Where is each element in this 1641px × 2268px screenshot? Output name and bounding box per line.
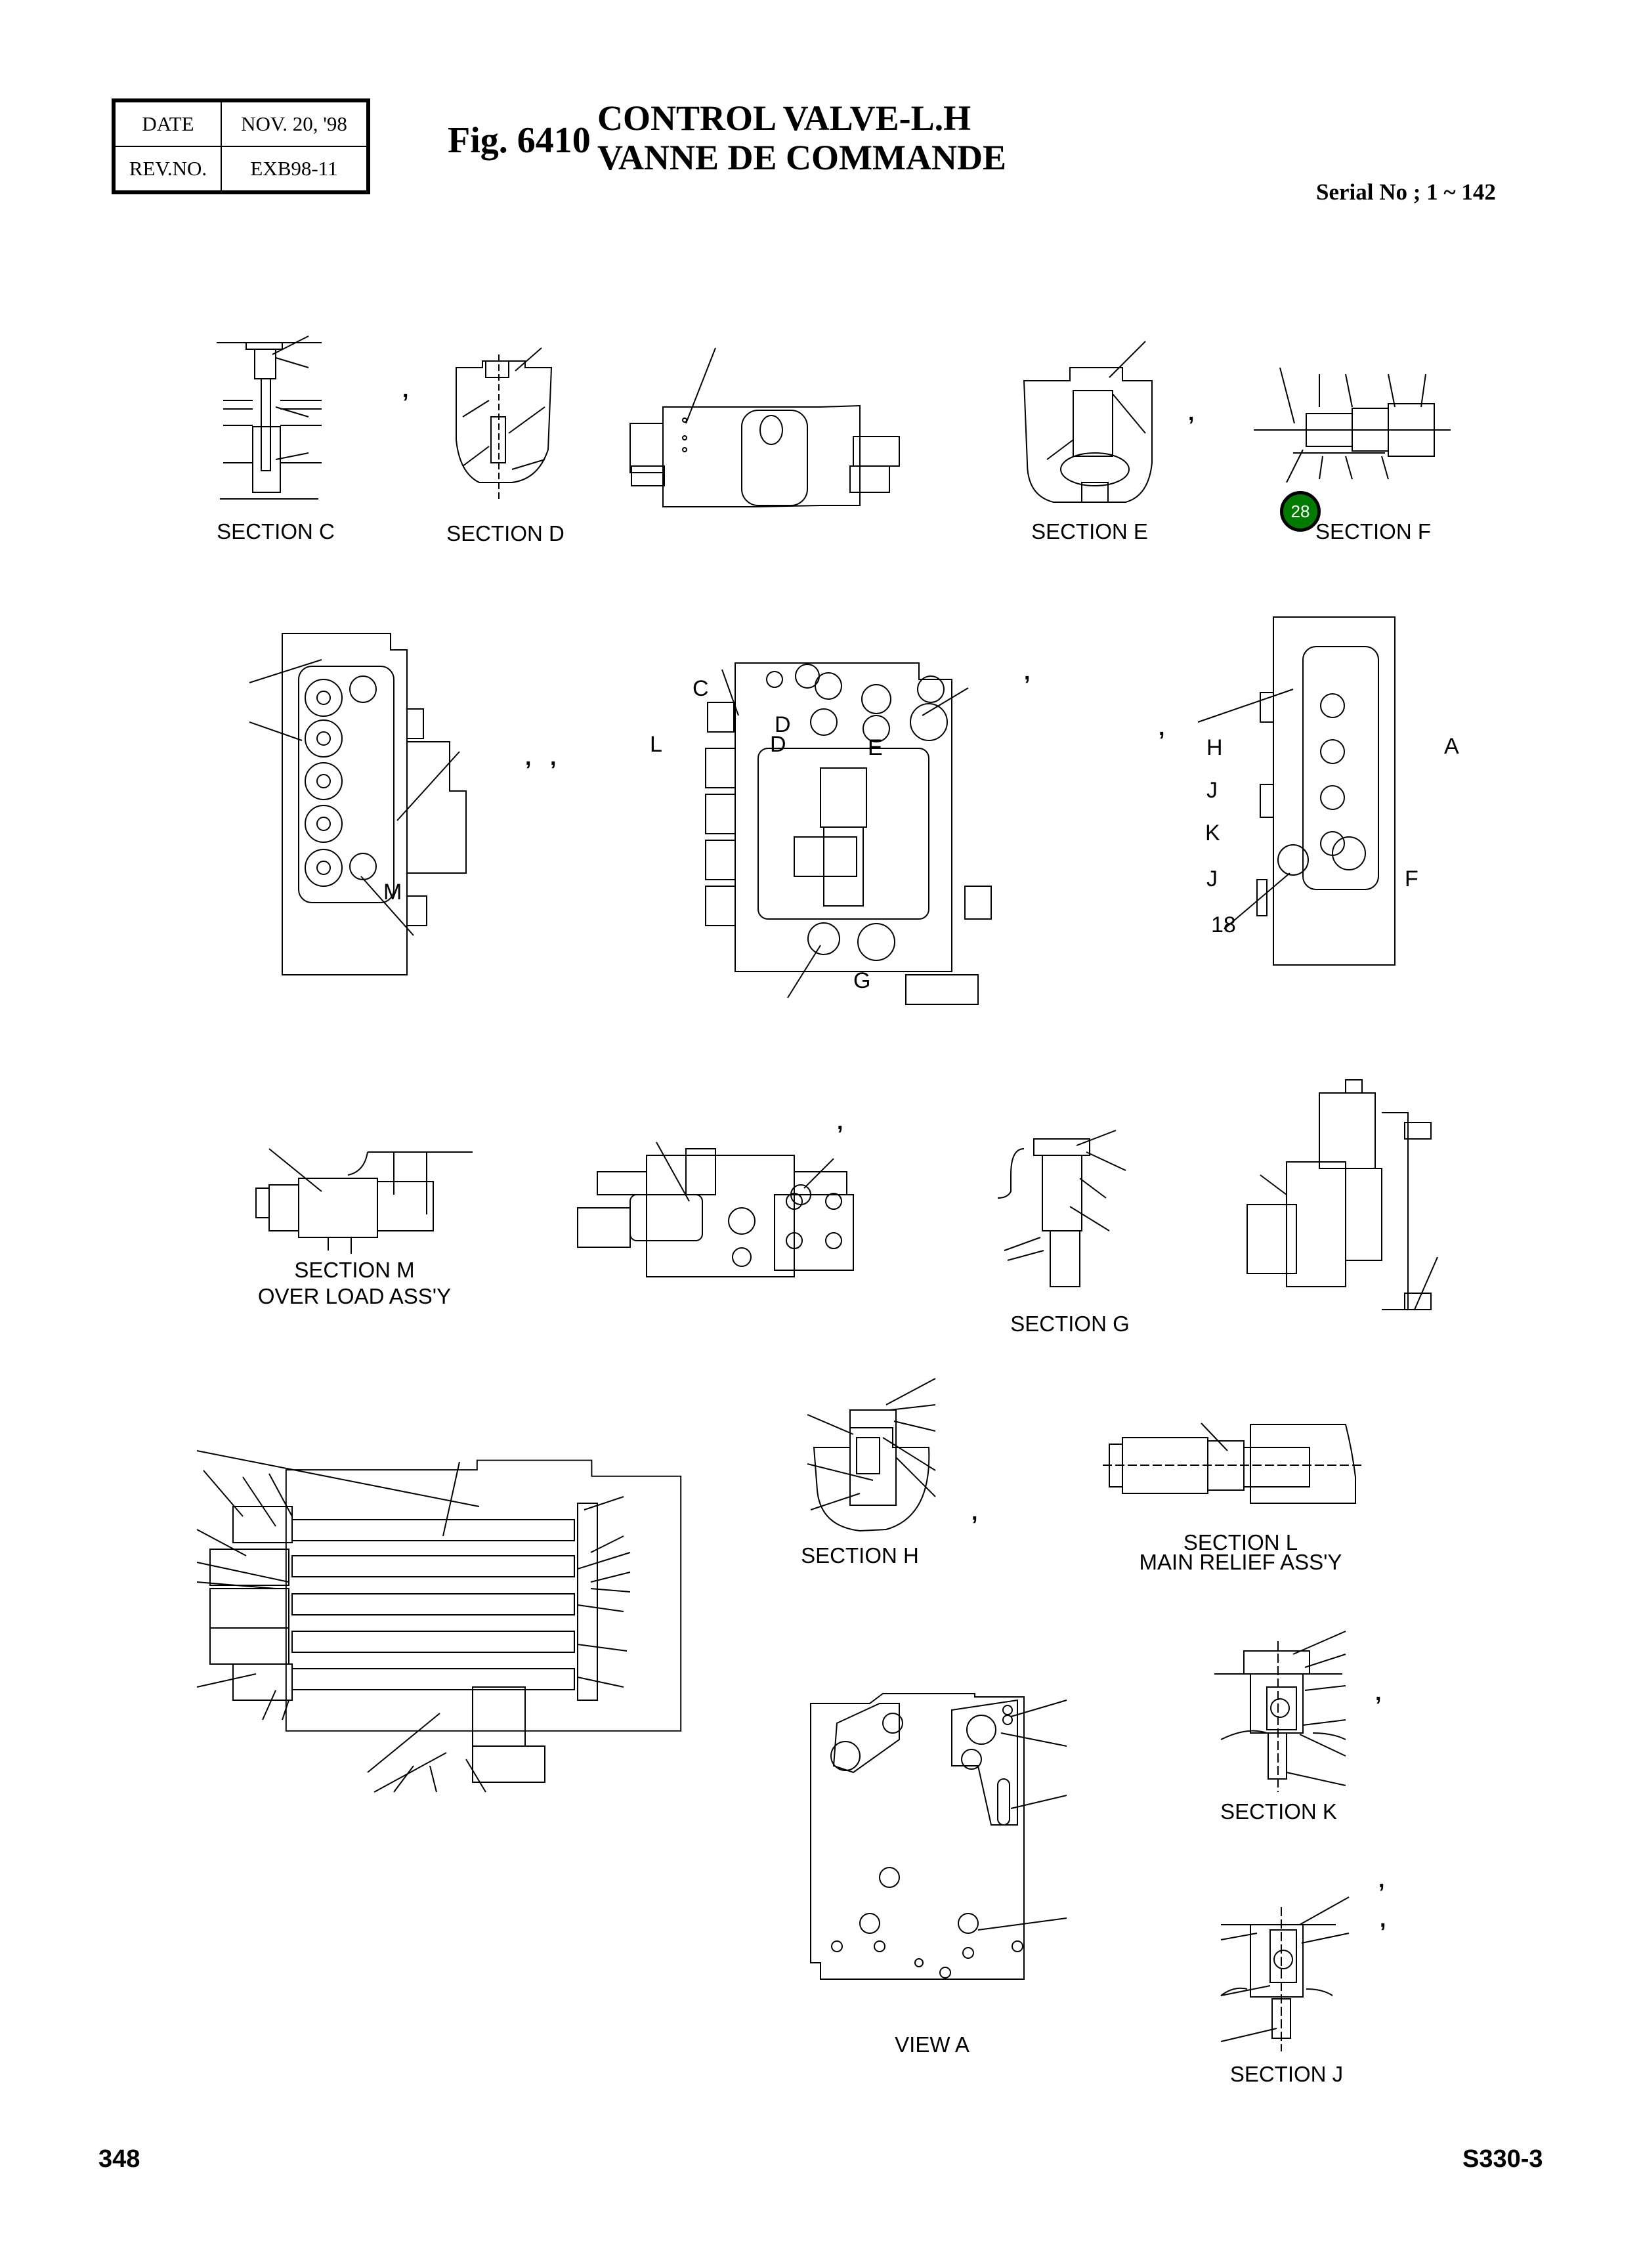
date-value: NOV. 20, '98 bbox=[221, 100, 369, 147]
figure-number: Fig. 6410 bbox=[448, 120, 591, 161]
separator-comma: , bbox=[1159, 716, 1165, 740]
separator-comma: , bbox=[550, 745, 557, 770]
section-m-sublabel: OVER LOAD ASS'Y bbox=[257, 1284, 452, 1308]
section-d-drawing bbox=[456, 347, 553, 499]
left-side-view-drawing bbox=[249, 633, 467, 975]
page-number: 348 bbox=[98, 2145, 140, 2173]
section-marker-c: C bbox=[693, 676, 709, 701]
revision-table: DATE NOV. 20, '98 REV.NO. EXB98-11 bbox=[112, 98, 370, 194]
section-e-label: SECTION E bbox=[1031, 519, 1148, 544]
page-title: CONTROL VALVE-L.H bbox=[597, 98, 971, 138]
section-marker-h: H bbox=[1206, 735, 1223, 760]
section-f-drawing bbox=[1254, 367, 1451, 483]
section-l-sublabel: MAIN RELIEF ASS'Y bbox=[1139, 1550, 1342, 1574]
separator-comma: , bbox=[1380, 1907, 1386, 1932]
side-view-drawing bbox=[577, 1142, 854, 1277]
section-marker-d: D bbox=[770, 732, 786, 757]
section-h-drawing bbox=[807, 1378, 936, 1532]
separator-comma: , bbox=[1024, 660, 1031, 685]
section-l-label: SECTION L bbox=[1183, 1530, 1298, 1554]
top-view-drawing bbox=[629, 347, 900, 507]
section-e-drawing bbox=[1023, 341, 1153, 503]
model-number: S330-3 bbox=[1462, 2145, 1543, 2173]
section-j-drawing bbox=[1220, 1896, 1350, 2051]
separator-comma: , bbox=[402, 377, 409, 402]
date-label: DATE bbox=[113, 100, 222, 147]
section-c-label: SECTION C bbox=[217, 519, 335, 544]
section-g-drawing bbox=[997, 1130, 1126, 1287]
page-subtitle: VANNE DE COMMANDE bbox=[597, 138, 1007, 177]
section-h-label: SECTION H bbox=[801, 1543, 919, 1568]
section-m-drawing bbox=[255, 1148, 473, 1254]
section-d-label: SECTION D bbox=[446, 521, 565, 546]
cross-section-spools-drawing bbox=[196, 1450, 682, 1793]
section-f-label: SECTION F bbox=[1315, 519, 1431, 544]
section-marker-m: M bbox=[383, 880, 402, 905]
right-side-view-drawing bbox=[1197, 616, 1396, 966]
separator-comma: , bbox=[837, 1109, 843, 1134]
rev-label: REV.NO. bbox=[113, 146, 222, 193]
section-marker-e: E bbox=[868, 735, 883, 760]
front-view-drawing bbox=[705, 662, 992, 1005]
separator-comma: , bbox=[971, 1500, 978, 1525]
section-marker-j: J bbox=[1206, 778, 1218, 803]
section-marker-k: K bbox=[1205, 821, 1220, 845]
section-marker-j: J bbox=[1206, 867, 1218, 891]
serial-range: Serial No ; 1 ~ 142 bbox=[1316, 179, 1496, 205]
section-g-label: SECTION G bbox=[1010, 1312, 1130, 1336]
section-l-drawing bbox=[1103, 1423, 1362, 1504]
view-a-drawing bbox=[810, 1693, 1067, 1980]
section-m-label: SECTION M bbox=[294, 1258, 415, 1282]
section-marker-l: L bbox=[650, 732, 662, 757]
separator-comma: , bbox=[525, 745, 532, 770]
section-marker-d: D bbox=[775, 712, 791, 737]
part-number-18[interactable]: 18 bbox=[1211, 912, 1236, 937]
section-c-drawing bbox=[217, 335, 322, 500]
section-k-label: SECTION K bbox=[1220, 1799, 1337, 1824]
section-marker-g: G bbox=[853, 968, 871, 993]
detail-view-drawing bbox=[1247, 1079, 1438, 1310]
separator-comma: , bbox=[1188, 400, 1195, 425]
separator-comma: , bbox=[1378, 1868, 1385, 1893]
separator-comma: , bbox=[1375, 1680, 1382, 1705]
view-a-label: VIEW A bbox=[895, 2032, 970, 2057]
callout-badge-28[interactable]: 28 bbox=[1280, 491, 1321, 532]
section-k-drawing bbox=[1214, 1631, 1346, 1792]
rev-value: EXB98-11 bbox=[221, 146, 369, 193]
section-j-label: SECTION J bbox=[1229, 2062, 1344, 2086]
section-marker-f: F bbox=[1405, 867, 1418, 891]
section-marker-a: A bbox=[1444, 734, 1459, 759]
